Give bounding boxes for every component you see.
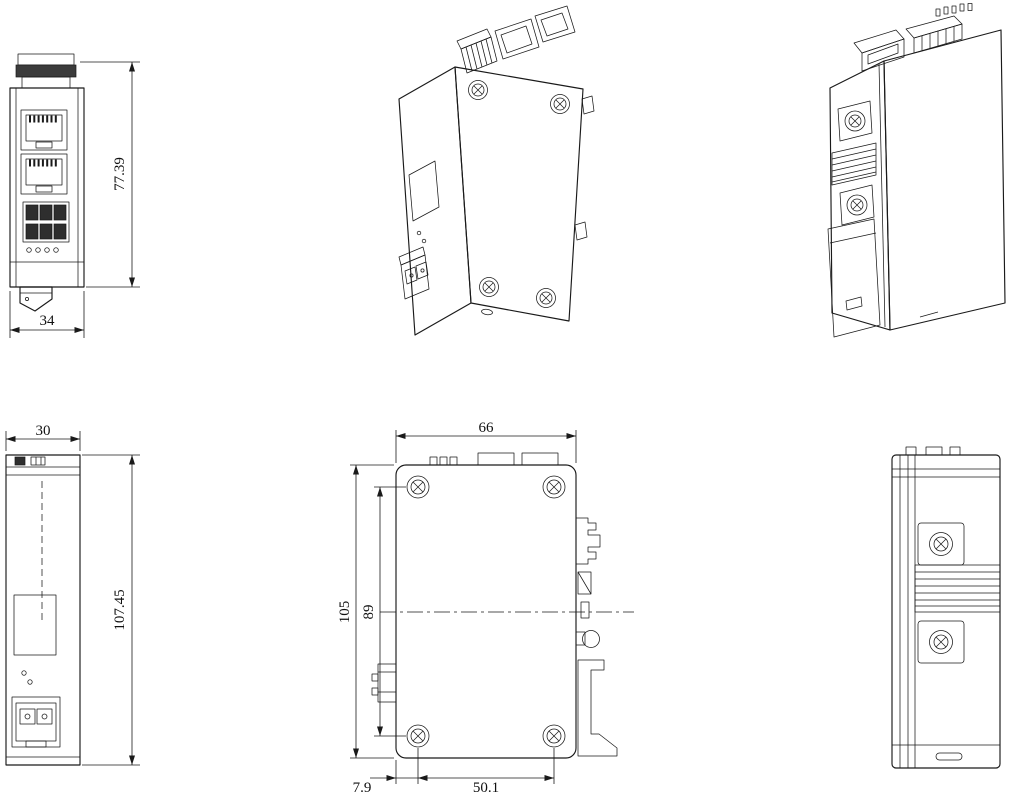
dim-side-width-value: 30 <box>36 423 51 439</box>
din-rail-column <box>899 455 916 768</box>
device-label <box>13 594 57 656</box>
dim-rear-width: 66 <box>395 420 577 463</box>
mounting-screw <box>917 522 965 566</box>
dim-screw-span-vertical: 89 <box>361 486 406 737</box>
dim-screw-offset-value: 7.9 <box>353 780 372 796</box>
iso-right-face <box>883 29 1006 331</box>
din-mount-details <box>827 100 881 338</box>
dim-side-height: 107.45 <box>82 454 140 766</box>
side-view: 30 107.45 <box>5 423 140 766</box>
ethernet-port-1 <box>20 109 68 151</box>
ethernet-port-2 <box>20 153 68 195</box>
clip-slot <box>845 296 863 311</box>
device-body <box>395 464 577 759</box>
dim-front-height: 77.39 <box>80 61 140 288</box>
side-view-right <box>891 446 1001 769</box>
fiber-connector <box>398 246 430 300</box>
fiber-connector <box>371 663 397 703</box>
din-clip-top <box>15 53 77 89</box>
mounting-screw <box>542 475 566 499</box>
dim-side-width: 30 <box>5 423 81 451</box>
led-indicators <box>416 230 427 244</box>
top-connectors <box>456 5 576 74</box>
heatsink-fins <box>831 142 877 186</box>
device-body <box>5 454 81 766</box>
device-label <box>408 160 440 222</box>
din-rail <box>575 517 618 757</box>
top-connectors <box>853 3 973 72</box>
led-indicators <box>21 670 33 685</box>
heatsink-fins <box>914 564 1001 613</box>
top-connector-stubs <box>429 452 559 466</box>
fiber-connector <box>11 696 61 748</box>
iso-side-face <box>398 66 472 336</box>
iso-rear-view <box>827 3 1006 338</box>
din-rail-tabs <box>574 95 595 241</box>
led-indicators <box>26 247 59 253</box>
dim-front-width-value: 34 <box>40 313 56 329</box>
dim-rear-width-value: 66 <box>479 420 495 436</box>
dim-front-height-value: 77.39 <box>112 157 128 191</box>
terminal-block <box>22 201 70 243</box>
dim-rear-height-value: 105 <box>337 601 353 624</box>
mounting-screw <box>479 277 499 297</box>
mounting-screw <box>468 80 488 100</box>
rear-view: 66 105 89 7.9 50.1 <box>337 420 634 796</box>
dim-screw-offset: 7.9 <box>353 748 419 796</box>
mounting-screw <box>406 724 430 748</box>
din-clip-plate <box>827 218 881 338</box>
mounting-screw <box>542 724 566 748</box>
iso-front-view <box>398 5 595 336</box>
clip-slot <box>935 752 963 761</box>
bottom-latch <box>19 286 53 312</box>
mounting-screw <box>406 475 430 499</box>
mounting-screw <box>536 288 556 308</box>
iso-front-face <box>454 66 584 322</box>
dim-screw-span-vertical-value: 89 <box>361 605 377 620</box>
dim-rear-height: 105 <box>337 464 394 759</box>
dim-side-height-value: 107.45 <box>112 589 128 630</box>
dim-screw-span-horizontal-value: 50.1 <box>473 780 499 796</box>
front-view: 77.39 34 <box>9 53 140 338</box>
top-connector-stubs <box>905 446 961 456</box>
mounting-screw <box>550 94 570 114</box>
dim-front-width: 34 <box>9 291 85 338</box>
mounting-screw <box>917 620 965 664</box>
dim-screw-span-horizontal: 50.1 <box>418 748 555 796</box>
